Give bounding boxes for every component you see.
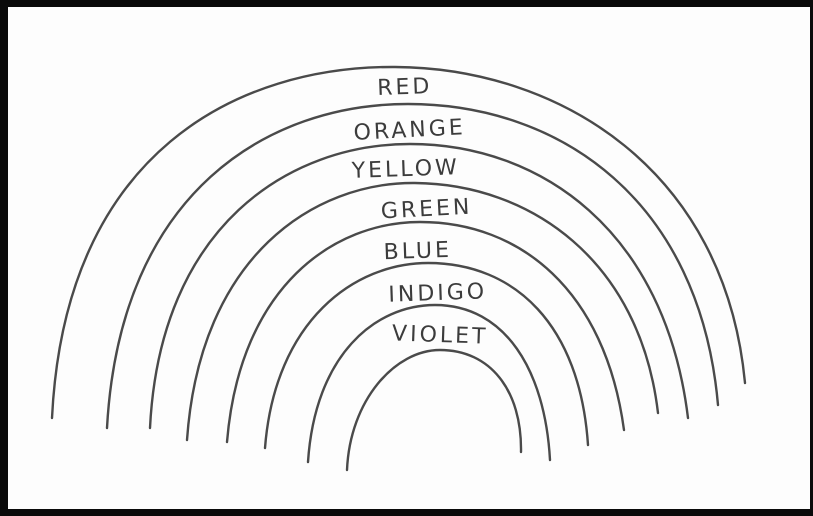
band-label-green: GREEN: [380, 195, 473, 225]
rainbow-arc-2: [107, 104, 718, 428]
band-label-violet: VIOLET: [392, 321, 489, 349]
rainbow-arc-8: [347, 350, 521, 470]
band-label-indigo: INDIGO: [388, 279, 488, 307]
band-label-red: RED: [377, 74, 433, 101]
band-label-blue: BLUE: [383, 238, 452, 265]
band-label-orange: ORANGE: [353, 115, 466, 146]
band-label-yellow: YELLOW: [350, 155, 460, 184]
